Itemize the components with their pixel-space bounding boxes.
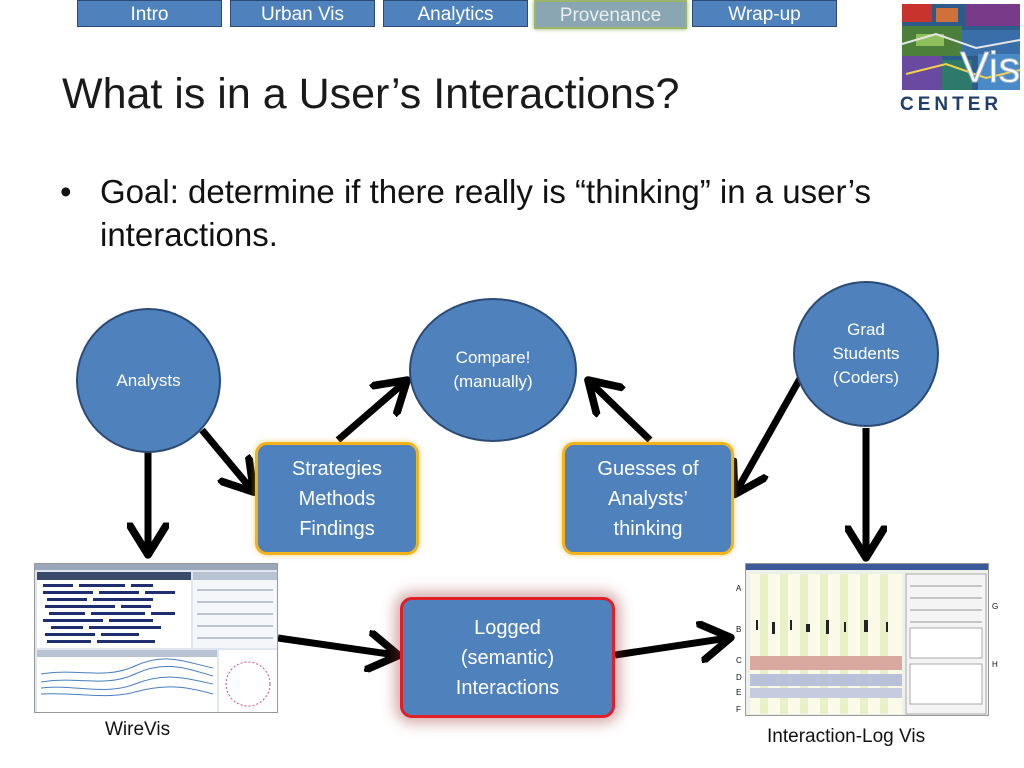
arrow-logged-to-logvis [614,638,728,655]
wirevis-caption: WireVis [105,719,171,740]
slide-title: What is in a User’s Interactions? [62,70,680,118]
goal-bullet-text: Goal: determine if there really is “thin… [100,173,871,253]
arrow-guesses-to-compare [590,382,653,443]
node-logged-line1: Logged [474,616,541,639]
arrow-analysts-to-strategies [199,427,252,490]
node-strategies-line3: Findings [299,517,375,540]
logvis-marker-b: B [736,625,742,634]
interaction-log-vis-caption: Interaction-Log Vis [767,726,926,747]
arrow-strategies-to-compare [335,382,405,443]
logo-center-text: CENTER [900,94,1002,114]
bullet-marker: • [60,173,72,210]
logvis-marker-c: C [736,656,742,665]
node-guesses: Guesses of Analysts’ thinking [562,442,734,555]
tab-provenance[interactable]: Provenance [534,0,687,29]
logo-vis-text: Vis [960,43,1020,92]
arrow-wirevis-to-logged [277,638,396,655]
node-guesses-line1: Guesses of [597,457,699,480]
node-guesses-line2: Analysts’ [607,487,688,510]
node-compare-line2: (manually) [453,372,533,391]
node-strategies: Strategies Methods Findings [255,442,419,555]
interaction-log-vis-screenshot [745,563,989,716]
node-logged-line3: Interactions [455,676,560,699]
node-guesses-line3: thinking [613,517,683,540]
logvis-marker-f: F [736,705,741,714]
node-analysts: Analysts [76,308,221,453]
tab-wrap-up[interactable]: Wrap-up [692,0,837,27]
logvis-marker-h: H [992,660,998,669]
node-strategies-line1: Strategies [291,457,383,480]
node-grad-line2: Students [832,344,900,363]
node-strategies-line2: Methods [298,487,376,510]
node-grad-line3: (Coders) [832,368,900,387]
node-grad-students: Grad Students (Coders) [793,281,939,427]
arrow-grad-to-guesses [736,366,810,492]
interaction-log-vis-graphic [746,564,988,715]
node-compare: Compare! (manually) [409,298,577,442]
tab-intro[interactable]: Intro [77,0,222,27]
wirevis-graphic [35,564,277,712]
node-logged-line2: (semantic) [460,646,555,669]
vis-center-logo: Vis CENTER [896,4,1021,115]
node-analysts-label: Analysts [116,370,181,390]
logvis-marker-a: A [736,584,742,593]
logvis-marker-e: E [736,688,742,697]
vis-center-logo-graphic: Vis CENTER [900,4,1021,115]
wirevis-screenshot [34,563,278,713]
node-logged-interactions: Logged (semantic) Interactions [400,597,615,718]
node-grad-line1: Grad [847,320,885,339]
logvis-marker-g: G [992,602,999,611]
tab-analytics[interactable]: Analytics [383,0,528,27]
logvis-marker-d: D [736,673,742,682]
node-compare-line1: Compare! [455,348,531,367]
tab-urban-vis[interactable]: Urban Vis [230,0,375,27]
